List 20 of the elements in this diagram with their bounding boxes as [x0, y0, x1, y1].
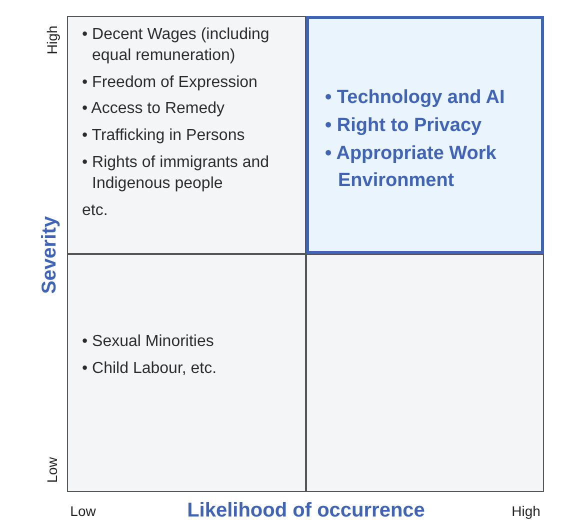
list-item: • Access to Remedy: [82, 99, 225, 120]
list-item: • Appropriate Work Environment: [325, 142, 498, 193]
axis-title: Severity: [38, 216, 62, 294]
axis-level-label: Low: [44, 457, 60, 483]
list-item: • Rights of immigrants and Indigenous people: [82, 152, 270, 194]
quadrant-box: [67, 16, 306, 254]
axis-title: Likelihood of occurrence: [187, 500, 425, 520]
list-item: etc.: [82, 200, 108, 221]
highlighted-quadrant: [306, 16, 544, 254]
axis-level-label: High: [512, 503, 540, 519]
list-item: • Decent Wages (including equal remuneration): [82, 25, 270, 66]
list-item: • Right to Privacy: [325, 114, 482, 138]
quadrant-box: [67, 254, 306, 492]
list-item: • Technology and AI: [325, 86, 505, 110]
list-item: • Freedom of Expression: [82, 72, 258, 93]
axis-level-label: High: [44, 26, 60, 54]
axis-level-label: Low: [70, 503, 96, 519]
list-item: • Sexual Minorities: [82, 332, 214, 352]
list-item: • Trafficking in Persons: [82, 126, 245, 146]
list-item: • Child Labour, etc.: [82, 359, 217, 379]
